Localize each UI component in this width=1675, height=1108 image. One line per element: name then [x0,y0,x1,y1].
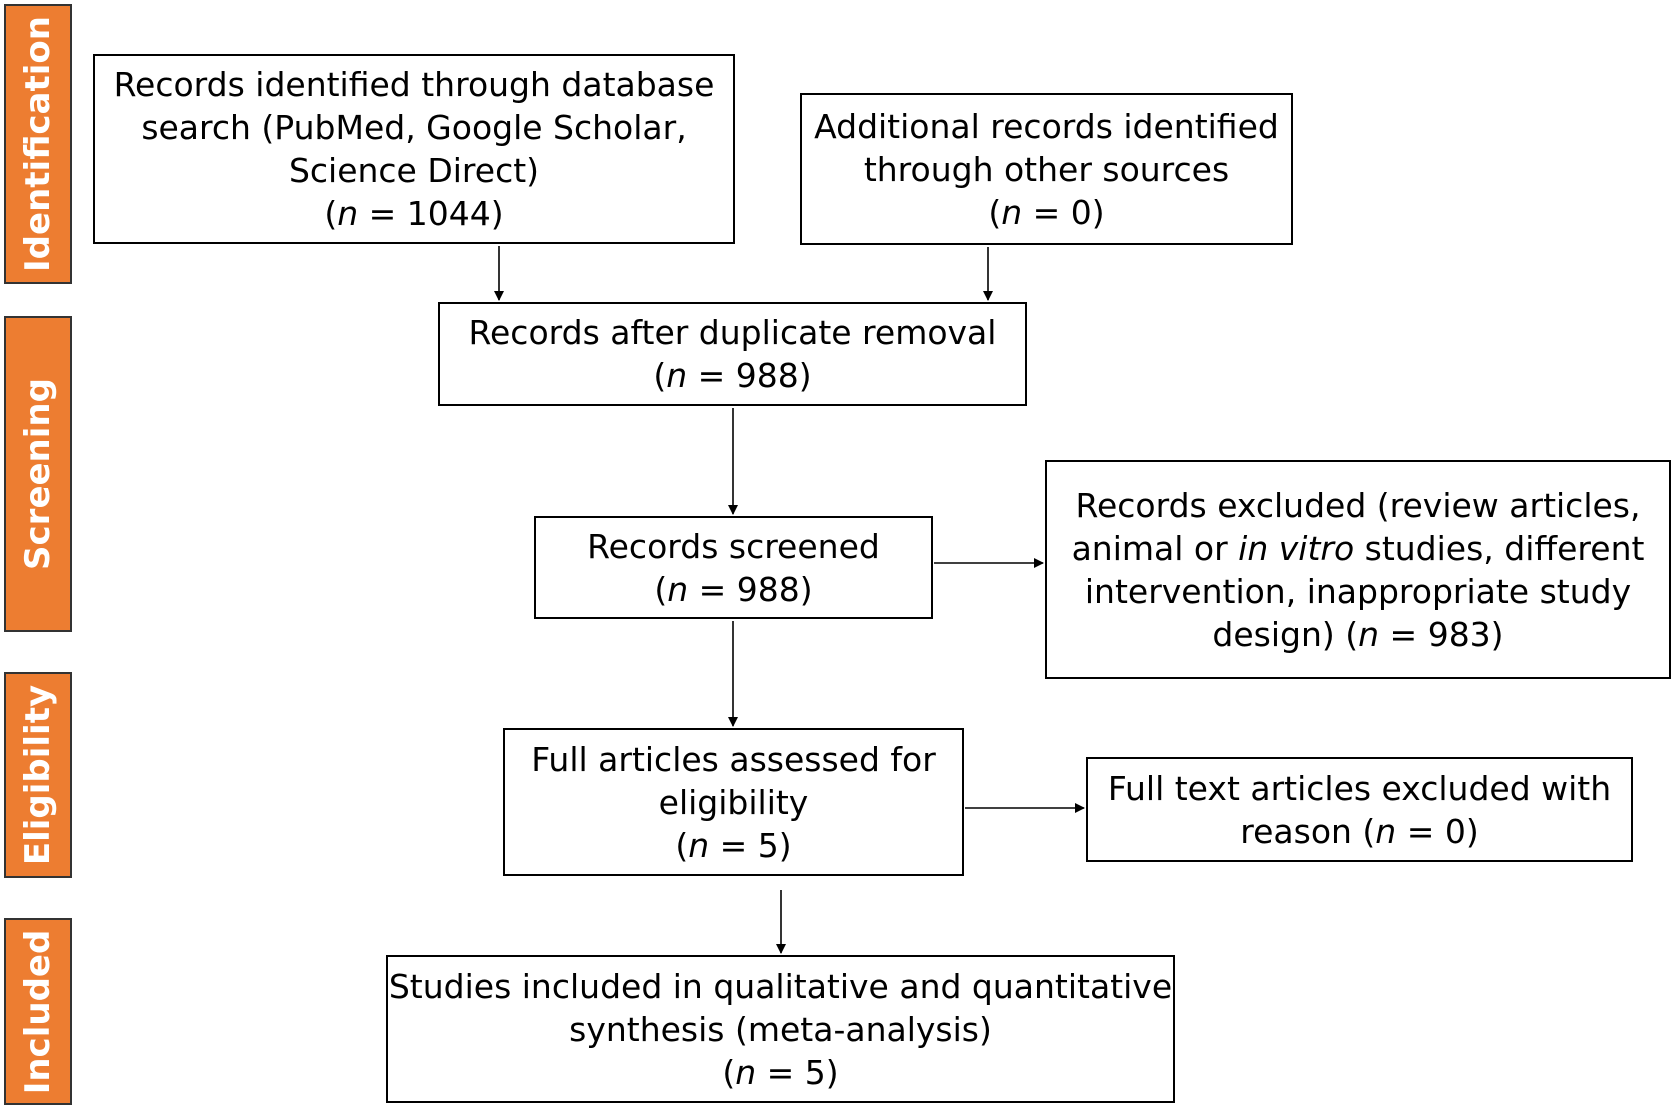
other-sources-line-1: Additional records identified [814,106,1279,146]
other-sources-count: (n = 0) [988,192,1105,232]
stage-included: Included [4,918,72,1105]
full-assessed-line-1: Full articles assessed for [531,739,936,779]
excluded-box: Records excluded (review articles, anima… [1045,460,1671,679]
screened-box: Records screened (n = 988) [534,516,933,619]
stage-identification: Identification [4,4,72,284]
after-duplicates-box: Records after duplicate removal (n = 988… [438,302,1027,406]
excluded-line-3: intervention, inappropriate study [1084,571,1632,611]
excluded-line-1: Records excluded (review articles, [1075,485,1641,525]
included-count: (n = 5) [722,1052,839,1092]
full-excluded-box: Full text articles excluded with reason … [1086,757,1633,862]
screened-count: (n = 988) [654,569,813,609]
full-assessed-count: (n = 5) [675,825,792,865]
other-sources-line-2: through other sources [863,149,1230,189]
included-box: Studies included in qualitative and quan… [386,955,1175,1103]
included-line-2: synthesis (meta-analysis) [569,1009,992,1049]
excluded-line-2: animal or in vitro studies, different [1071,528,1645,568]
database-search-line-1: Records identified through database [113,65,715,104]
stage-eligibility: Eligibility [4,672,72,878]
full-assessed-line-2: eligibility [658,782,809,822]
database-search-line-3: Science Direct) [288,151,540,190]
excluded-line-4: design) (n = 983) [1212,614,1504,654]
after-duplicates-line-1: Records after duplicate removal [468,313,997,352]
after-duplicates-count: (n = 988) [653,356,812,395]
other-sources-box: Additional records identified through ot… [800,93,1293,245]
screened-line-1: Records screened [587,526,880,566]
database-search-line-2: search (PubMed, Google Scholar, [141,108,687,147]
included-line-1: Studies included in qualitative and quan… [388,966,1173,1006]
stage-screening: Screening [4,316,72,632]
database-search-count: (n = 1044) [324,194,504,233]
full-excluded-line-2: reason (n = 0) [1240,811,1479,851]
full-assessed-box: Full articles assessed for eligibility (… [503,728,964,876]
database-search-box: Records identified through database sear… [93,54,735,244]
full-excluded-line-1: Full text articles excluded with [1107,768,1612,808]
